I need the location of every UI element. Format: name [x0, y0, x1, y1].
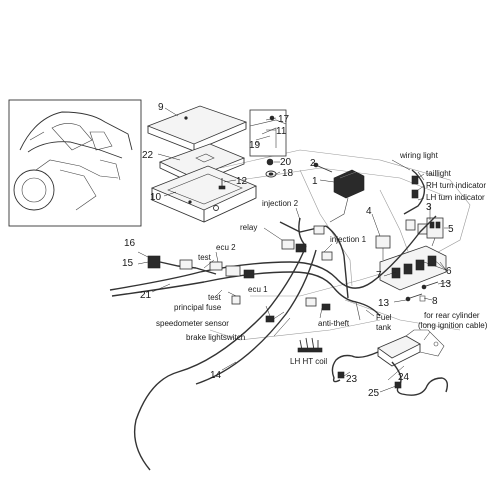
label-tank: tank [376, 323, 392, 332]
label-principal-fuse: principal fuse [174, 303, 222, 312]
annotations: wiring light taillight RH turn indicator… [156, 151, 488, 366]
left-harness [147, 255, 223, 275]
part-number-13-lower: 13 [378, 298, 390, 309]
ignition-coil-24 [377, 329, 445, 367]
label-taillight: taillight [426, 169, 452, 178]
part-number-24: 24 [398, 372, 410, 383]
label-injection-2: injection 2 [262, 199, 299, 208]
part-number-10: 10 [150, 192, 162, 203]
label-wiring-light: wiring light [399, 151, 439, 160]
label-lh-turn-indicator: LH turn indicator [426, 193, 485, 202]
part-number-2: 2 [310, 158, 316, 169]
ignition-lead-25 [391, 361, 449, 396]
label-for-rear-cylinder: for rear cylinder [424, 311, 480, 320]
part-number-5: 5 [448, 224, 454, 235]
label-injection-1: injection 1 [330, 235, 367, 244]
fastener-detail-box [249, 109, 287, 178]
connector-4 [375, 235, 391, 260]
part-number-25: 25 [368, 388, 380, 399]
indicator-wiring [403, 169, 426, 215]
part-numbers: 9 22 10 12 17 11 19 20 18 2 1 4 3 5 6 7 … [122, 102, 454, 399]
relay-bank [379, 245, 447, 291]
part-number-21: 21 [140, 290, 152, 301]
label-fuel: Fuel [376, 313, 392, 322]
label-long-ignition-cable: (long ignition cable) [418, 321, 488, 330]
part-number-1: 1 [312, 176, 318, 187]
part-number-7: 7 [376, 270, 382, 281]
label-ecu-2: ecu 2 [216, 243, 236, 252]
regulator-unit [329, 169, 365, 223]
part-number-4: 4 [366, 206, 372, 217]
main-harness [109, 215, 437, 471]
part-number-8: 8 [432, 296, 438, 307]
part-number-12: 12 [236, 176, 248, 187]
label-lh-ht-coil: LH HT coil [290, 357, 327, 366]
part-number-23: 23 [346, 374, 358, 385]
part-number-9: 9 [158, 102, 164, 113]
label-ecu-1: ecu 1 [248, 285, 268, 294]
label-brake-light-switch: brake lightswitch [186, 333, 245, 342]
screw-2 [313, 162, 333, 173]
part-number-22: 22 [142, 150, 154, 161]
lh-ht-coil [297, 337, 323, 353]
label-test-2: test [208, 293, 222, 302]
screw-8 [405, 293, 426, 302]
harness-connectors [225, 225, 333, 323]
part-number-20: 20 [280, 157, 292, 168]
part-number-16: 16 [124, 238, 136, 249]
part-number-13-upper: 13 [440, 279, 452, 290]
label-speedometer-sensor: speedometer sensor [156, 319, 229, 328]
part-number-17: 17 [278, 114, 290, 125]
part-number-15: 15 [122, 258, 134, 269]
part-number-3: 3 [426, 202, 432, 213]
connector-3 [405, 219, 428, 235]
screw-13-upper [421, 281, 439, 290]
label-relay: relay [240, 223, 257, 232]
part-number-14: 14 [210, 370, 222, 381]
label-rh-turn-indicator: RH turn indicator [426, 181, 486, 190]
ecu-tray [150, 165, 257, 223]
fastener-12 [218, 178, 226, 190]
part-number-6: 6 [446, 266, 452, 277]
part-number-18: 18 [282, 168, 294, 179]
motorcycle-inset [8, 99, 142, 227]
fuse-box-5 [426, 217, 444, 247]
leader-lines [137, 107, 451, 393]
label-test-1: test [198, 253, 212, 262]
label-anti-theft: anti-theft [318, 319, 350, 328]
part-number-11: 11 [276, 126, 287, 137]
part-number-19: 19 [249, 140, 261, 151]
ignition-lead-23 [331, 351, 379, 383]
